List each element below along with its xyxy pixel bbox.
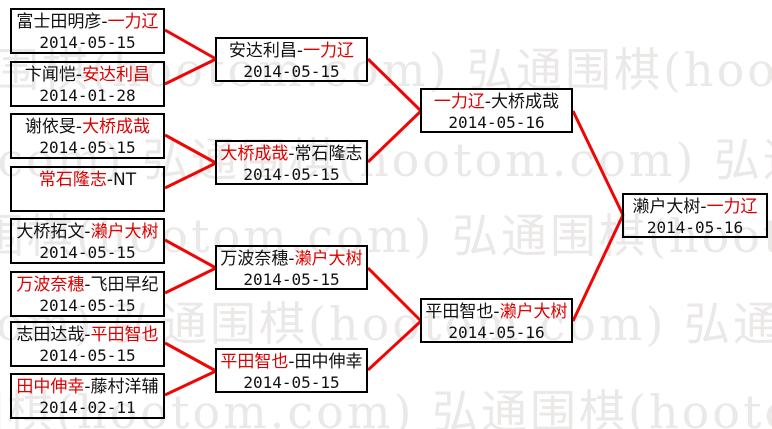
player-name: 大桥拓文- (16, 222, 91, 242)
match-box-sf-1: 一力辽-大桥成哉 2014-05-16 (420, 88, 573, 133)
player-name: 一力辽 (706, 197, 758, 217)
player-name: 万波奈穗 (16, 275, 85, 295)
match-date: 2014-05-15 (39, 33, 136, 52)
match-box-r1-7: 志田达哉-平田智也 2014-05-15 (10, 321, 165, 367)
player-name: 卞闻恺- (24, 65, 83, 85)
match-date: 2014-05-15 (243, 270, 340, 289)
connector-line (571, 110, 625, 216)
match-box-r2-3: 万波奈穗-濑户大树 2014-05-15 (215, 245, 368, 290)
player-name: 一力辽 (303, 41, 355, 61)
connector-line (366, 319, 423, 372)
match-date: 2014-05-15 (39, 346, 136, 365)
match-players: 大桥拓文-濑户大树 (12, 222, 163, 243)
match-players: 卞闻恺-安达利昌 (12, 65, 163, 86)
match-players: 大桥成哉-常石隆志 (217, 144, 366, 165)
connector-line (164, 238, 217, 270)
match-box-r2-1: 安达利昌-一力辽 2014-05-15 (215, 37, 368, 82)
match-box-r1-4: 常石隆志-NT (10, 166, 165, 212)
match-box-r2-4: 平田智也-田中伸幸 2014-05-15 (215, 348, 368, 393)
player-name: 濑户大树 (90, 222, 159, 242)
player-name: 万波奈穗- (220, 249, 295, 269)
player-name: -藤村洋辅 (84, 377, 159, 397)
player-name: -飞田早纪 (84, 275, 159, 295)
match-players: 谢依旻-大桥成哉 (12, 117, 163, 138)
match-box-r1-5: 大桥拓文-濑户大树 2014-05-15 (10, 218, 165, 264)
match-box-sf-2: 平田智也-濑户大树 2014-05-16 (420, 298, 573, 343)
match-players: 万波奈穗-飞田早纪 (12, 275, 163, 296)
match-date: 2014-05-15 (39, 138, 136, 157)
connector-line (164, 57, 217, 86)
player-name: 田中伸幸 (16, 377, 85, 397)
connector-line (164, 133, 217, 165)
match-date: 2014-02-11 (39, 398, 136, 417)
player-name: -田中伸幸 (288, 352, 363, 372)
player-name: 一力辽 (107, 12, 159, 32)
match-players: 安达利昌-一力辽 (217, 41, 366, 62)
player-name: 常石隆志 (38, 170, 107, 190)
connector-line (164, 161, 217, 190)
player-name: 濑户大树 (499, 302, 568, 322)
match-box-r1-3: 谢依旻-大桥成哉 2014-05-15 (10, 113, 165, 159)
connector-line (366, 109, 423, 164)
player-name: -大桥成哉 (484, 92, 560, 112)
match-date: 2014-05-15 (243, 62, 340, 81)
match-box-r1-6: 万波奈穗-飞田早纪 2014-05-15 (10, 271, 165, 317)
match-players: 常石隆志-NT (12, 170, 163, 191)
match-players: 平田智也-濑户大树 (422, 302, 571, 323)
match-date: 2014-05-15 (39, 243, 136, 262)
match-date: 2014-05-15 (39, 296, 136, 315)
player-name: 大桥成哉 (220, 144, 289, 164)
match-box-r2-2: 大桥成哉-常石隆志 2014-05-15 (215, 140, 368, 185)
player-name: 谢依旻- (24, 117, 83, 137)
match-players: 平田智也-田中伸幸 (217, 352, 366, 373)
player-name: 平田智也- (425, 302, 500, 322)
match-date: 2014-01-28 (39, 86, 136, 105)
player-name: 大桥成哉 (82, 117, 151, 137)
match-players: 一力辽-大桥成哉 (422, 92, 571, 113)
connector-line (571, 214, 625, 322)
match-date: 2014-05-15 (243, 165, 340, 184)
connector-line (164, 341, 217, 373)
connector-line (366, 57, 423, 113)
match-players: 田中伸幸-藤村洋辅 (12, 377, 163, 398)
connector-line (366, 266, 423, 323)
player-name: 志田达哉- (16, 325, 91, 345)
match-players: 濑户大树-一力辽 (624, 197, 766, 218)
match-players: 志田达哉-平田智也 (12, 325, 163, 346)
connector-line (164, 28, 217, 61)
match-box-final: 濑户大树-一力辽 2014-05-16 (622, 193, 768, 238)
player-name: 濑户大树 (294, 249, 363, 269)
player-name: 富士田明彦- (16, 12, 108, 32)
match-players: 富士田明彦-一力辽 (12, 12, 163, 33)
match-date: 2014-05-15 (243, 373, 340, 392)
player-name: 平田智也 (90, 325, 159, 345)
match-box-r1-8: 田中伸幸-藤村洋辅 2014-02-11 (10, 373, 165, 419)
match-box-r1-2: 卞闻恺-安达利昌 2014-01-28 (10, 61, 165, 107)
player-name: 安达利昌 (82, 65, 151, 85)
player-name: 一力辽 (433, 92, 485, 112)
match-box-r1-1: 富士田明彦-一力辽 2014-05-15 (10, 8, 165, 54)
player-name: -NT (106, 170, 137, 190)
player-name: 平田智也 (220, 352, 289, 372)
match-date: 2014-05-16 (448, 323, 545, 342)
player-name: -常石隆志 (288, 144, 363, 164)
match-date: 2014-05-16 (646, 218, 744, 237)
connector-line (164, 369, 217, 397)
match-players: 万波奈穗-濑户大树 (217, 249, 366, 270)
connector-line (164, 266, 217, 295)
player-name: 安达利昌- (228, 41, 304, 61)
player-name: 濑户大树- (632, 197, 707, 217)
match-date: 2014-05-16 (448, 113, 545, 132)
